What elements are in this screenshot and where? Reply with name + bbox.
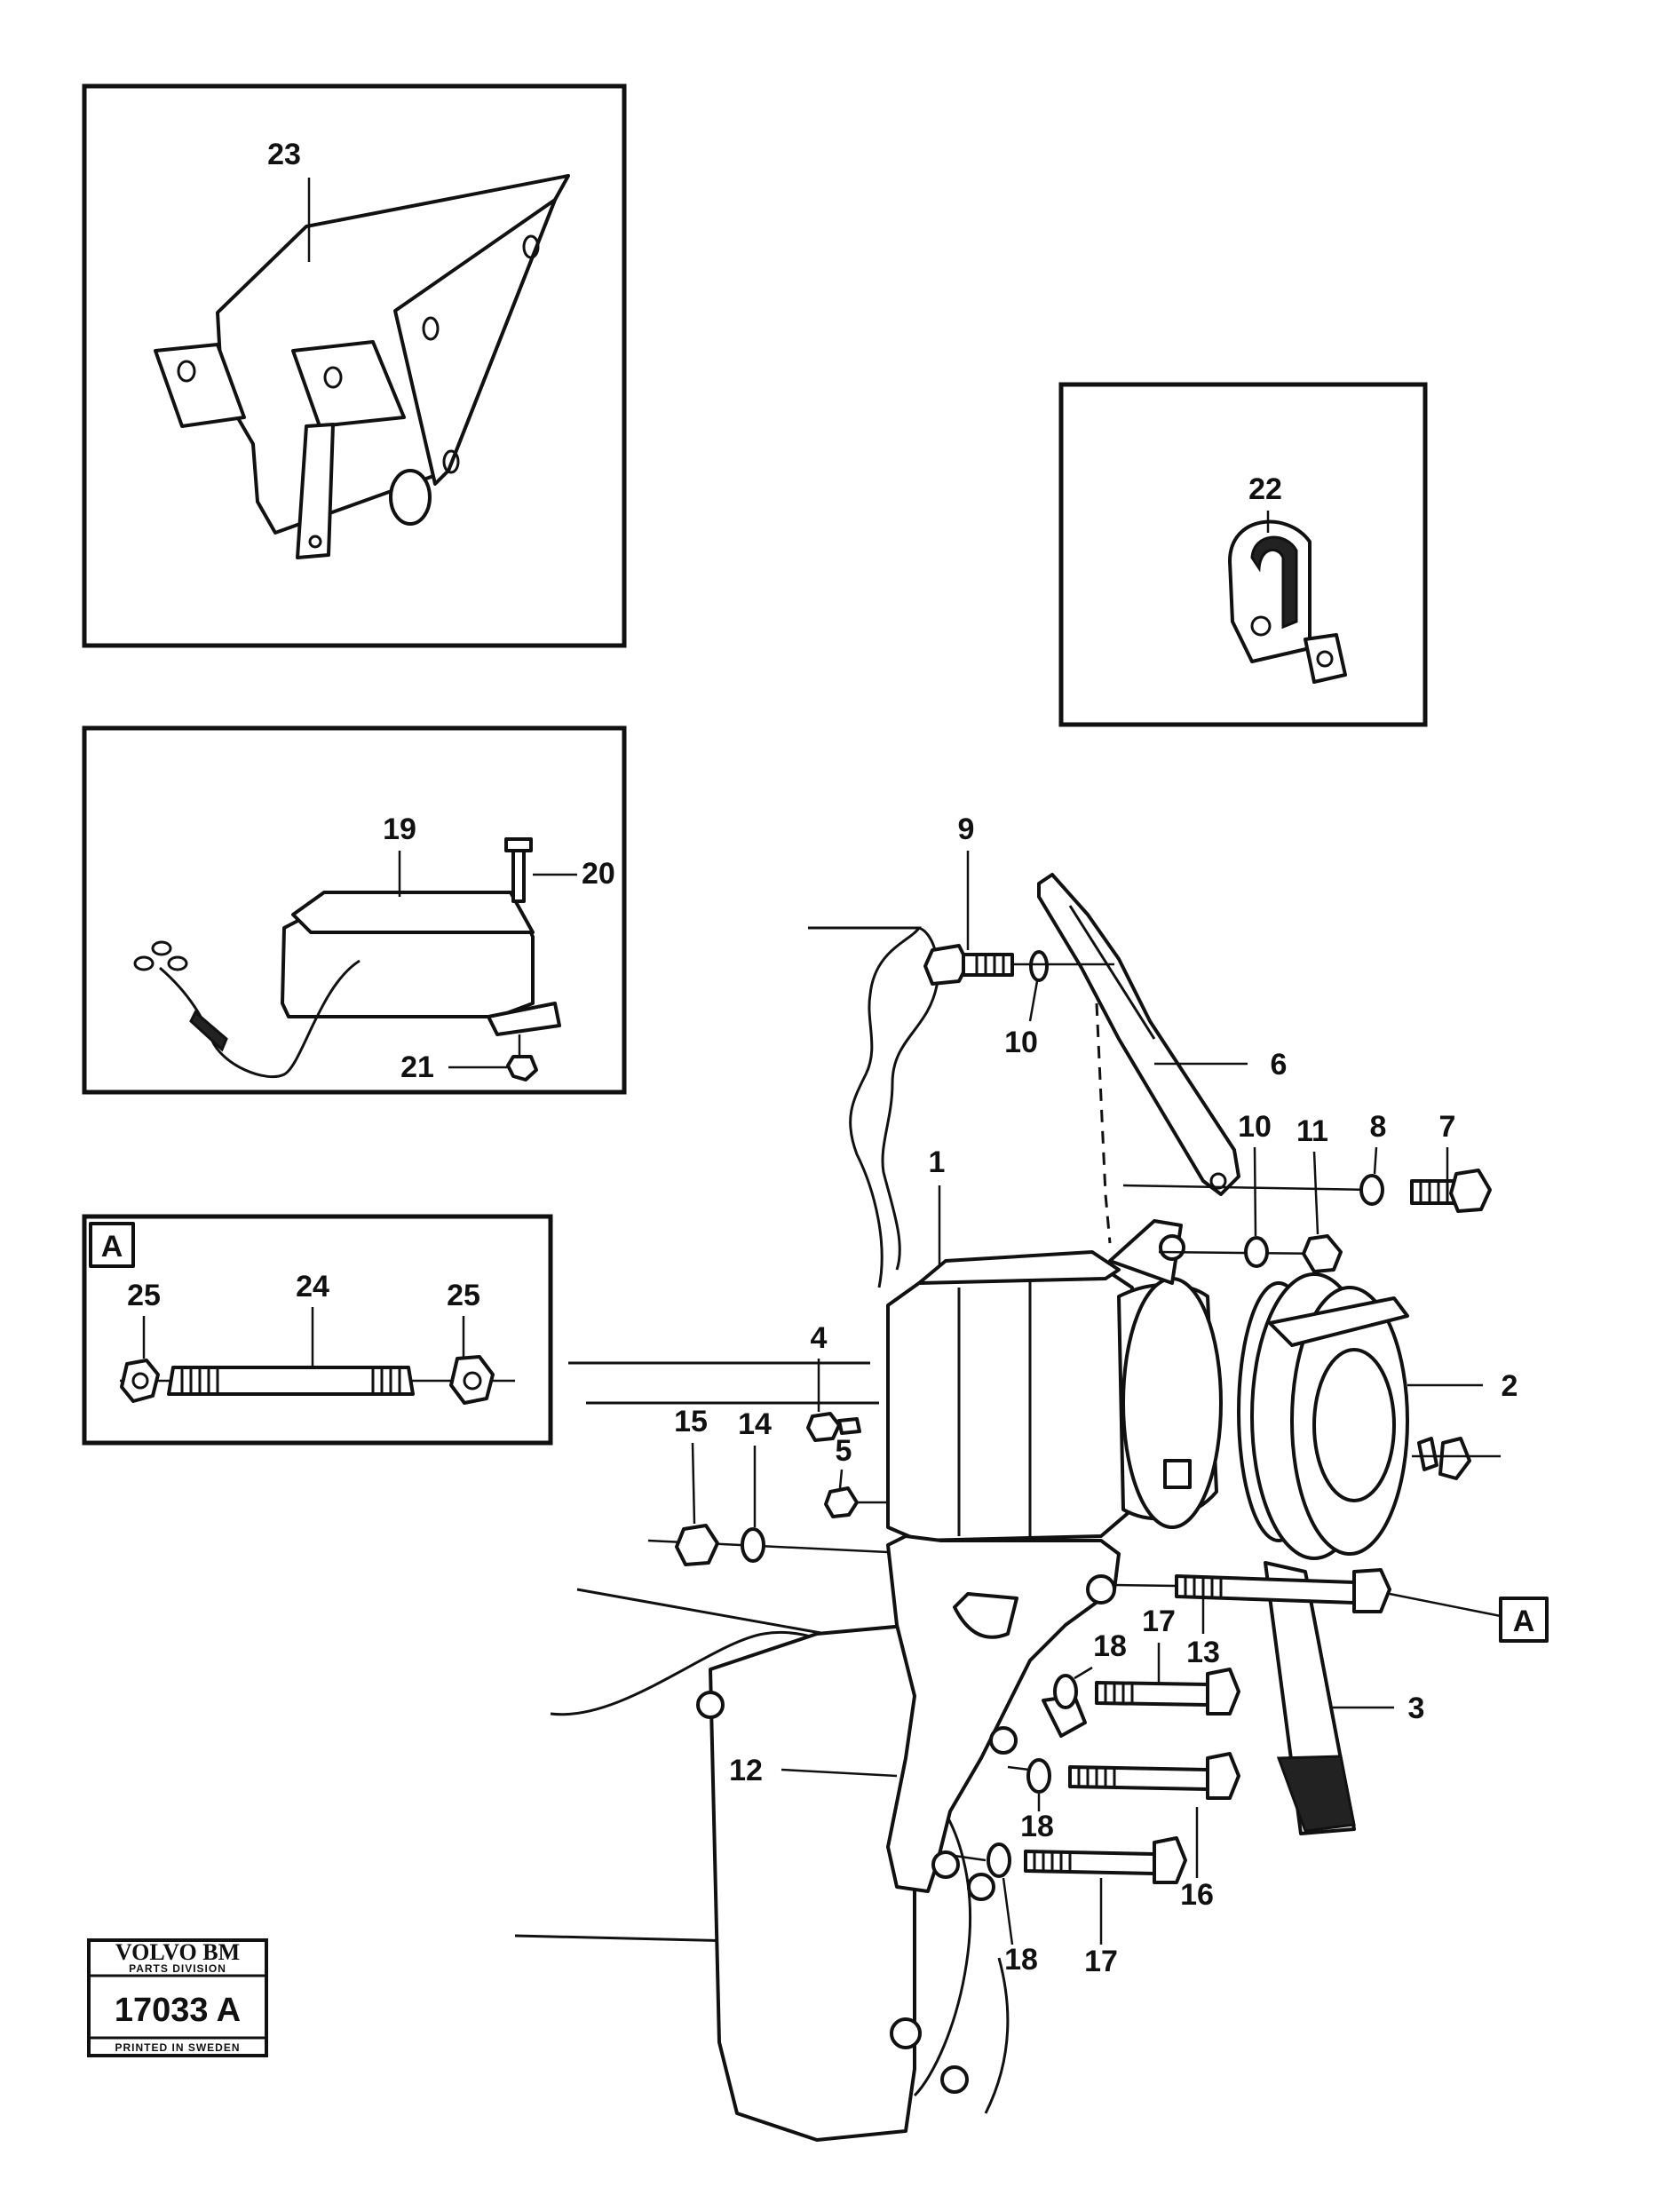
alternator-1 bbox=[886, 1219, 1223, 1542]
callout-11: 11 bbox=[1296, 1114, 1328, 1148]
callout-23: 23 bbox=[267, 138, 301, 171]
leader-18-upper bbox=[1074, 1666, 1093, 1680]
callout-17-upper: 17 bbox=[1142, 1605, 1176, 1638]
clamp-22-drawing bbox=[1228, 519, 1347, 684]
leader-18-lower bbox=[1002, 1877, 1014, 1945]
leader-15 bbox=[691, 1442, 696, 1525]
stud-24-drawing bbox=[120, 1355, 515, 1405]
callout-3: 3 bbox=[1408, 1692, 1425, 1725]
callout-20: 20 bbox=[582, 857, 615, 891]
main-a-tag bbox=[1499, 1597, 1549, 1643]
nut-15-washer-14 bbox=[647, 1524, 889, 1566]
callout-1: 1 bbox=[929, 1145, 946, 1179]
leader-11 bbox=[1312, 1151, 1319, 1235]
pulley-2 bbox=[1237, 1272, 1501, 1560]
stamp-printed: PRINTED IN SWEDEN bbox=[115, 2041, 240, 2054]
adjusting-bar-6 bbox=[1037, 873, 1240, 1196]
stamp-brand: VOLVO BM bbox=[115, 1939, 240, 1965]
callout-19: 19 bbox=[383, 812, 416, 846]
bracket-12 bbox=[886, 1534, 1121, 1893]
volvo-bm-stamp: VOLVO BM PARTS DIVISION 17033 A PRINTED … bbox=[87, 1938, 268, 2057]
callout-22: 22 bbox=[1248, 472, 1282, 506]
inset-detail-a: A 25 24 25 bbox=[82, 1214, 553, 1446]
engine-housing bbox=[514, 926, 1010, 2142]
leader-12 bbox=[781, 1768, 898, 1778]
callout-4: 4 bbox=[811, 1321, 828, 1355]
bracket-23-drawing bbox=[154, 174, 570, 559]
bolt-13 bbox=[1113, 1568, 1391, 1613]
alignment-line bbox=[1095, 1002, 1112, 1244]
callout-14: 14 bbox=[738, 1407, 772, 1441]
leader-main-a bbox=[1389, 1592, 1502, 1618]
callout-18-upper: 18 bbox=[1093, 1629, 1127, 1663]
callout-18-middle: 18 bbox=[1020, 1810, 1054, 1843]
inset-clamp-22: 22 bbox=[1058, 382, 1428, 727]
leader-8 bbox=[1373, 1146, 1378, 1175]
callout-16: 16 bbox=[1180, 1878, 1214, 1912]
callout-10-right: 10 bbox=[1238, 1110, 1272, 1144]
callout-15: 15 bbox=[674, 1405, 708, 1438]
main-assembly: A 1 2 3 4 5 6 7 8 9 10 10 11 12 13 14 15 bbox=[514, 812, 1549, 2142]
leader-10-top bbox=[1028, 980, 1039, 1022]
callout-2: 2 bbox=[1502, 1369, 1518, 1403]
callout-21: 21 bbox=[400, 1050, 434, 1084]
v-belt-3 bbox=[1264, 1296, 1409, 1835]
leader-10-right bbox=[1253, 1146, 1257, 1237]
callout-7: 7 bbox=[1439, 1110, 1456, 1144]
inset-bracket-23: 23 bbox=[82, 83, 627, 648]
callout-12: 12 bbox=[729, 1754, 763, 1787]
stamp-division: PARTS DIVISION bbox=[129, 1962, 226, 1975]
bolt-9 bbox=[923, 944, 1114, 986]
callout-18-lower: 18 bbox=[1004, 1943, 1038, 1977]
callout-9: 9 bbox=[958, 812, 975, 846]
callout-24: 24 bbox=[296, 1270, 329, 1304]
inset-relay-19: 19 20 21 bbox=[82, 725, 627, 1095]
detail-a-tag-label: A bbox=[101, 1230, 123, 1264]
stamp-number: 17033 A bbox=[115, 1992, 241, 2029]
lower-bolts bbox=[954, 1668, 1240, 1884]
callout-8: 8 bbox=[1370, 1110, 1387, 1144]
nuts-4-5 bbox=[806, 1412, 888, 1518]
leader-5 bbox=[838, 1469, 844, 1489]
detail-a-tag bbox=[89, 1222, 135, 1268]
callout-13: 13 bbox=[1186, 1636, 1220, 1669]
callout-17-lower: 17 bbox=[1084, 1945, 1118, 1978]
callout-5: 5 bbox=[836, 1434, 852, 1468]
callout-25-right: 25 bbox=[447, 1279, 480, 1312]
right-fasteners bbox=[1122, 1169, 1492, 1273]
callout-10-top: 10 bbox=[1004, 1026, 1038, 1059]
callout-25-left: 25 bbox=[127, 1279, 161, 1312]
callout-6: 6 bbox=[1271, 1048, 1288, 1082]
relay-19-drawing bbox=[133, 837, 561, 1082]
main-a-tag-label: A bbox=[1513, 1605, 1535, 1638]
